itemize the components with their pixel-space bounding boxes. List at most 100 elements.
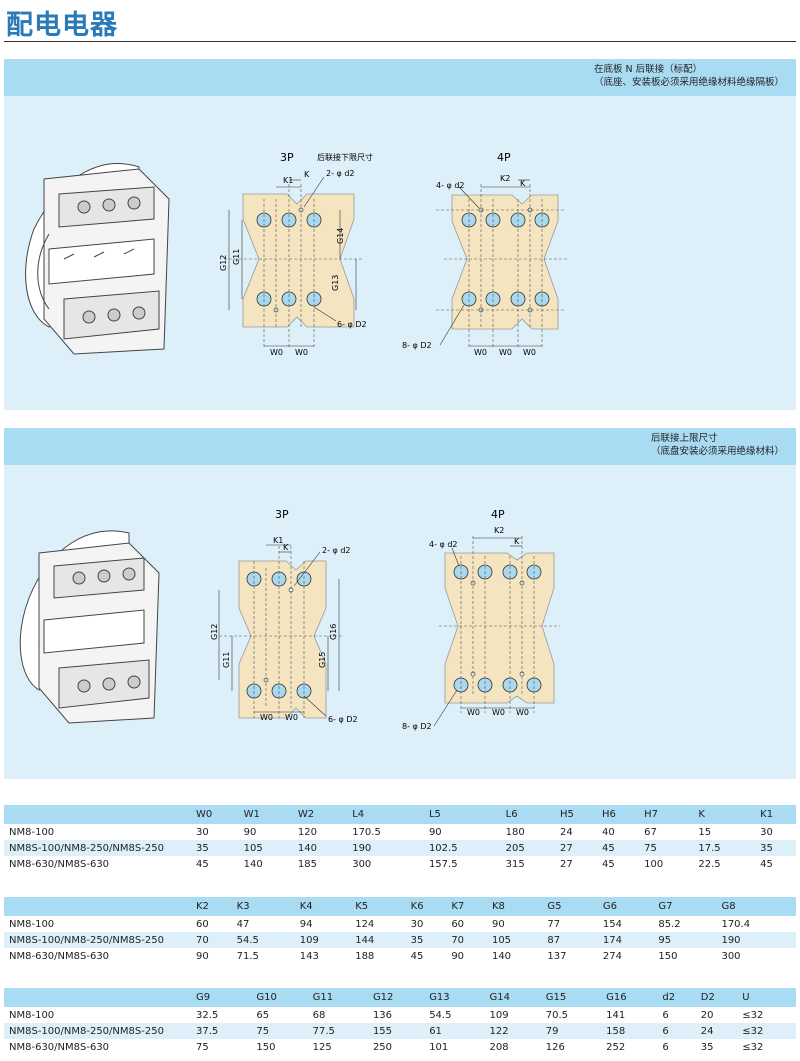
value-cell: ≤32 bbox=[742, 1009, 764, 1021]
value-cell: 95 bbox=[654, 932, 718, 948]
model-cell: NM8S-100/NM8-250/NM8S-250 bbox=[4, 840, 192, 856]
header-cell: H6 bbox=[598, 805, 641, 824]
dim-k1: K1 bbox=[283, 176, 293, 185]
dim-k: K bbox=[514, 537, 520, 546]
value-cell: 67 bbox=[644, 826, 657, 838]
value-cell: 190 bbox=[348, 840, 425, 856]
diagram-3p-lower: 3P 后联接下限尺寸 bbox=[219, 151, 373, 357]
dim-w0: W0 bbox=[523, 348, 536, 357]
mounting-plate bbox=[451, 194, 559, 330]
value-cell: 70 bbox=[447, 932, 488, 948]
header-cell: G16 bbox=[602, 988, 659, 1007]
value-cell: 205 bbox=[501, 840, 556, 856]
table-row: NM8-630/NM8S-630 45 140 185 300 157.5 31… bbox=[4, 856, 796, 872]
header-cell: G7 bbox=[654, 897, 718, 916]
value-cell: 60 bbox=[196, 918, 209, 930]
header-cell: L5 bbox=[424, 805, 502, 824]
value-cell: 155 bbox=[368, 1023, 426, 1039]
dim-w0: W0 bbox=[270, 348, 283, 357]
panel-note: 后联接上限尺寸 （底盘安装必须采用绝缘材料） bbox=[651, 432, 784, 458]
mounting-plate bbox=[444, 552, 555, 704]
table-row: NM8-630/NM8S-630 75 150 125 250 101 208 … bbox=[4, 1039, 796, 1055]
value-cell: 105 bbox=[487, 932, 544, 948]
spec-table-2: K2 K3 K4 K5 K6 K7 K8 G5 G6 G7 G8 NM8-100… bbox=[4, 897, 796, 964]
value-cell: 79 bbox=[541, 1023, 603, 1039]
value-cell: 27 bbox=[555, 840, 599, 856]
panel-lower-limit: 在底板 N 后联接（标配） （底座、安装板必须采用绝缘材料绝缘隔板） 3P 后联… bbox=[4, 59, 796, 410]
dim-d2: 2- φ d2 bbox=[322, 546, 351, 555]
panel-note: 在底板 N 后联接（标配） （底座、安装板必须采用绝缘材料绝缘隔板） bbox=[594, 63, 784, 89]
dim-D2: 6- φ D2 bbox=[337, 320, 367, 329]
terminal-hole bbox=[477, 677, 493, 693]
value-cell: 27 bbox=[559, 858, 573, 870]
spec-table-3: G9 G10 G11 G12 G13 G14 G15 G16 d2 D2 U N… bbox=[4, 988, 796, 1055]
table-row: NM8-100 60 47 94 124 30 60 90 77 154 85.… bbox=[4, 916, 796, 932]
panel-header: 后联接上限尺寸 （底盘安装必须采用绝缘材料） bbox=[4, 428, 796, 465]
value-cell: 45 bbox=[598, 840, 641, 856]
value-cell: 24 bbox=[696, 1023, 739, 1039]
value-cell: 45 bbox=[410, 950, 424, 962]
diagram-lower-limit: 3P 后联接下限尺寸 bbox=[25, 151, 569, 357]
header-cell: K bbox=[694, 805, 757, 824]
table-header-row: G9 G10 G11 G12 G13 G14 G15 G16 d2 D2 U bbox=[4, 988, 796, 1007]
header-cell: K3 bbox=[232, 897, 296, 916]
value-cell: 24 bbox=[559, 826, 573, 838]
dim-w0: W0 bbox=[474, 348, 487, 357]
table-row: NM8-100 32.5 65 68 136 54.5 109 70.5 141… bbox=[4, 1007, 796, 1023]
model-cell: NM8-630/NM8S-630 bbox=[9, 858, 110, 870]
value-cell: 125 bbox=[312, 1041, 332, 1053]
value-cell: 75 bbox=[640, 840, 695, 856]
value-cell: 70 bbox=[192, 932, 233, 948]
note-line-1: 后联接上限尺寸 bbox=[650, 433, 718, 444]
value-cell: 90 bbox=[491, 918, 505, 930]
dim-g11: G11 bbox=[232, 249, 241, 265]
value-cell: 120 bbox=[297, 826, 317, 838]
value-cell: 126 bbox=[545, 1041, 565, 1053]
value-cell: 315 bbox=[505, 858, 525, 870]
value-cell: 252 bbox=[606, 1041, 626, 1053]
model-cell: NM8-100 bbox=[9, 826, 55, 838]
header-cell: L6 bbox=[501, 805, 556, 824]
value-cell: 274 bbox=[602, 950, 622, 962]
dim-k2: K2 bbox=[500, 174, 510, 183]
value-cell: 35 bbox=[756, 840, 796, 856]
terminal-hole bbox=[526, 677, 542, 693]
dim-d2: 2- φ d2 bbox=[326, 169, 355, 178]
model-cell: NM8-100 bbox=[9, 918, 55, 930]
dim-k: K bbox=[520, 179, 526, 188]
title-divider bbox=[4, 41, 796, 42]
value-cell: 45 bbox=[196, 858, 209, 870]
diagram-upper-limit: 3P bbox=[19, 508, 560, 731]
dim-g12: G12 bbox=[219, 255, 228, 271]
header-cell: K6 bbox=[406, 897, 448, 916]
diagram-4p-upper: 4P bbox=[402, 508, 560, 731]
dim-D2: 8- φ D2 bbox=[402, 341, 432, 350]
header-cell: G13 bbox=[425, 988, 486, 1007]
value-cell: 6 bbox=[662, 1009, 669, 1021]
value-cell: 140 bbox=[491, 950, 512, 962]
value-cell: 137 bbox=[547, 950, 567, 962]
value-cell: 157.5 bbox=[428, 858, 458, 870]
value-cell: 71.5 bbox=[236, 950, 259, 962]
value-cell: 170.5 bbox=[352, 826, 381, 838]
value-cell: 105 bbox=[239, 840, 294, 856]
breaker-illustration bbox=[25, 163, 170, 355]
value-cell: 90 bbox=[451, 950, 465, 962]
header-cell: W2 bbox=[293, 805, 349, 824]
header-cell: U bbox=[738, 988, 796, 1007]
value-cell: 102.5 bbox=[424, 840, 502, 856]
terminal-hole bbox=[502, 677, 518, 693]
value-cell: 6 bbox=[658, 1023, 697, 1039]
header-cell: H7 bbox=[640, 805, 695, 824]
value-cell: 60 bbox=[451, 918, 465, 930]
header-cell: K1 bbox=[756, 805, 796, 824]
value-cell: 61 bbox=[425, 1023, 486, 1039]
header-cell bbox=[4, 988, 192, 1007]
dim-w0: W0 bbox=[285, 713, 298, 722]
value-cell: ≤32 bbox=[738, 1023, 796, 1039]
table-row: NM8-100 30 90 120 170.5 90 180 24 40 67 … bbox=[4, 824, 796, 840]
value-cell: 54.5 bbox=[429, 1009, 452, 1021]
value-cell: 37.5 bbox=[192, 1023, 253, 1039]
label-3p: 3P bbox=[275, 508, 289, 521]
header-cell: K4 bbox=[295, 897, 352, 916]
